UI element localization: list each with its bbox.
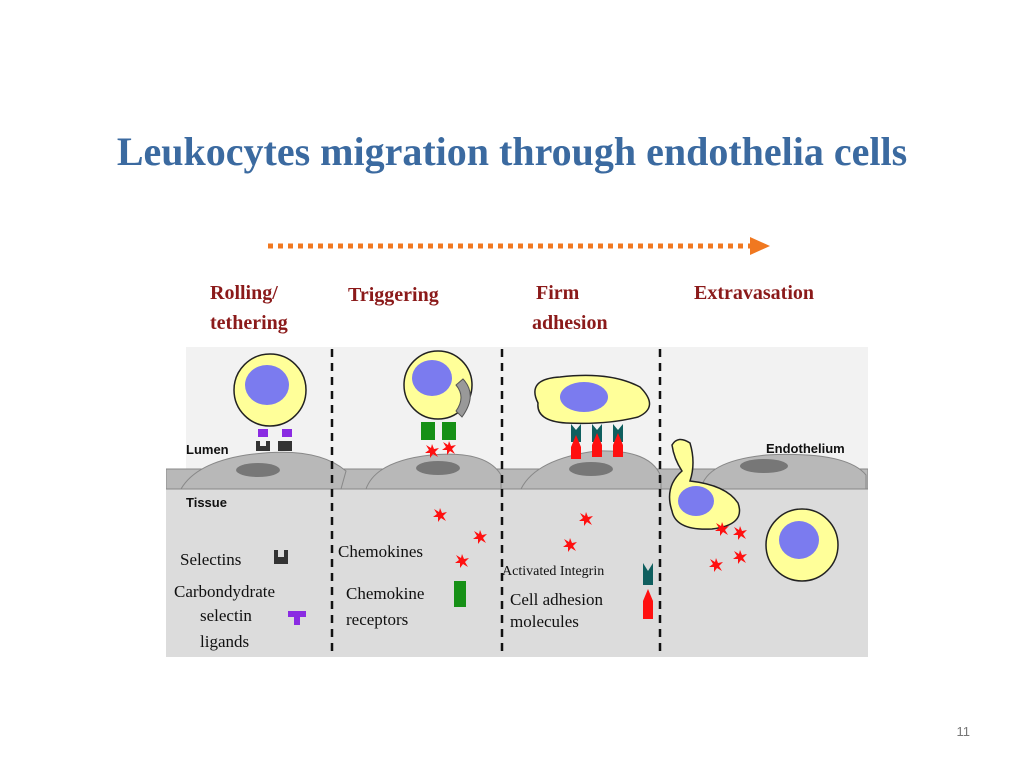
legend-receptors-1: Chemokine [346,584,424,603]
legend-integrin: Activated Integrin [502,564,604,579]
legend-receptors-2: receptors [346,610,408,629]
leukocyte-rolling [233,353,307,451]
leukocyte-triggering [403,350,473,458]
selectin-icon [278,441,292,451]
adhesion-molecule-legend-icon [643,589,653,619]
endothelium-label: Endothelium [766,441,845,456]
leukocyte-granule [455,378,471,418]
endothelial-nucleus [569,462,613,476]
leukocyte-firm-adhesion [534,374,651,459]
legend-cam-1: Cell adhesion [510,590,604,609]
selectin-legend-notch [278,550,284,557]
tissue-label: Tissue [186,495,227,510]
slide-number: 11 [956,724,971,739]
leukocyte-nucleus [412,360,452,396]
leukocyte-nucleus [678,486,714,516]
progress-arrow [268,237,770,255]
legend-selectins: Selectins [180,550,241,569]
progress-arrow-head [750,237,770,255]
migration-diagram: Rolling/ tethering Triggering Firm adhes… [166,282,868,657]
stage-extravasation-label: Extravasation [694,282,814,304]
tissue-area [166,477,868,657]
endothelial-nucleus [236,463,280,477]
leukocyte-nucleus [560,382,608,412]
lumen-label: Lumen [186,442,229,457]
leukocyte-nucleus [779,521,819,559]
endothelial-nucleus [740,459,788,473]
chemokine-receptor-icon [421,422,435,440]
legend-cam-2: molecules [510,612,579,631]
stage-rolling-label: Rolling/ [210,282,278,304]
chemokine-receptor-legend-icon [454,581,466,607]
leukocyte-extravasated [765,508,839,582]
selectin-icon [256,441,270,451]
selectin-ligand-icon [258,429,268,437]
legend-chemokines: Chemokines [338,542,423,561]
legend-ligands-1: Carbondydrate [174,582,275,601]
selectin-ligand-icon [282,429,292,437]
stage-firm-label-2: adhesion [532,312,608,334]
selectin-ligand-legend-icon [288,611,306,625]
chemokine-receptor-icon [442,422,456,440]
leukocyte-transmigrating [668,438,741,530]
stage-firm-label: Firm [536,282,580,304]
leukocyte-nucleus [245,365,289,405]
integrin-legend-icon [643,563,653,585]
legend-ligands-3: ligands [200,632,249,651]
endothelial-nucleus [416,461,460,475]
page-title: Leukocytes migration through endothelia … [116,129,908,174]
stage-rolling-label-2: tethering [210,312,288,334]
stage-triggering-label: Triggering [348,284,439,306]
stage-dividers [330,349,662,655]
legend-ligands-2: selectin [200,606,252,625]
